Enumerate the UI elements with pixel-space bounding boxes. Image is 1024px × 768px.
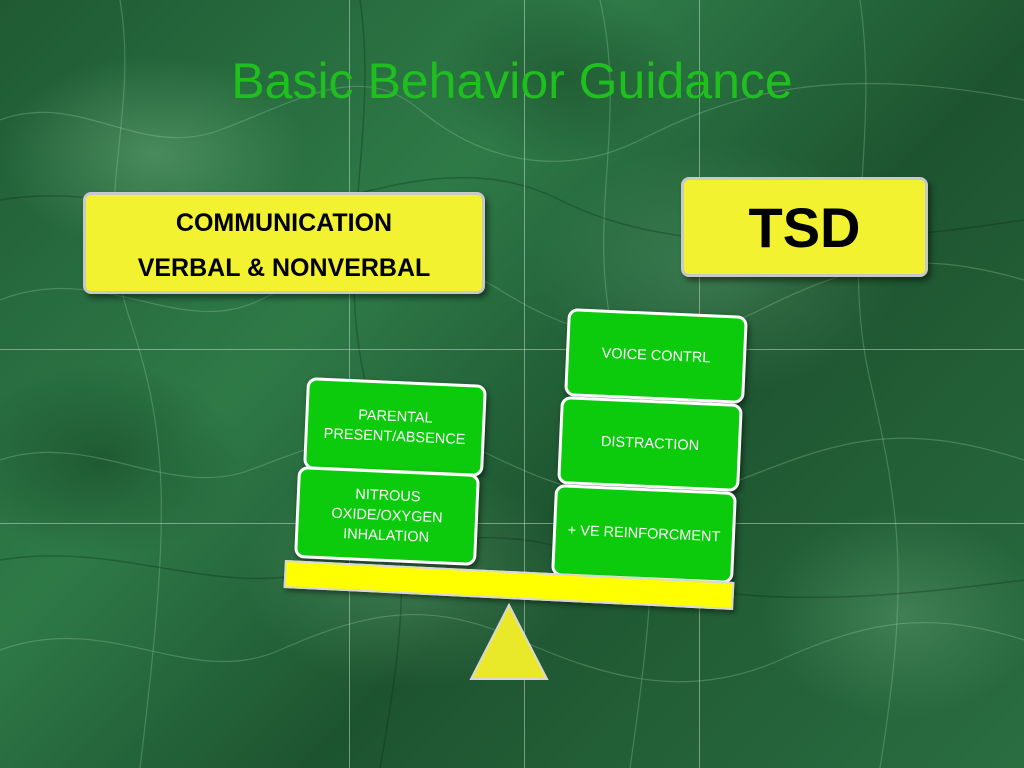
grid-line bbox=[0, 523, 1024, 524]
slide-title: Basic Behavior Guidance bbox=[231, 53, 793, 109]
grid-line bbox=[524, 0, 525, 768]
communication-box: COMMUNICATION VERBAL & NONVERBAL bbox=[83, 192, 485, 294]
voice-control-box: VOICE CONTRL bbox=[564, 308, 748, 404]
distraction-label: DISTRACTION bbox=[600, 433, 700, 455]
distraction-box: DISTRACTION bbox=[557, 396, 743, 492]
voice-control-label: VOICE CONTRL bbox=[601, 345, 711, 367]
communication-line1: COMMUNICATION bbox=[175, 209, 393, 237]
positive-reinforcement-box: + VE REINFORCMENT bbox=[551, 484, 737, 584]
nitrous-oxide-label: NITROUS OXIDE/OXYGEN INHALATION bbox=[331, 486, 443, 546]
nitrous-oxide-box: NITROUS OXIDE/OXYGEN INHALATION bbox=[294, 466, 480, 566]
tsd-label: TSD bbox=[748, 196, 861, 259]
tsd-box: TSD bbox=[681, 177, 928, 277]
fulcrum-triangle bbox=[469, 602, 549, 680]
communication-line2: VERBAL & NONVERBAL bbox=[137, 254, 431, 282]
positive-reinforcement-label: + VE REINFORCMENT bbox=[567, 522, 721, 546]
parental-presence-label: PARENTAL PRESENT/ABSENCE bbox=[323, 407, 466, 449]
grid-line bbox=[0, 349, 1024, 350]
parental-presence-box: PARENTAL PRESENT/ABSENCE bbox=[303, 377, 487, 477]
